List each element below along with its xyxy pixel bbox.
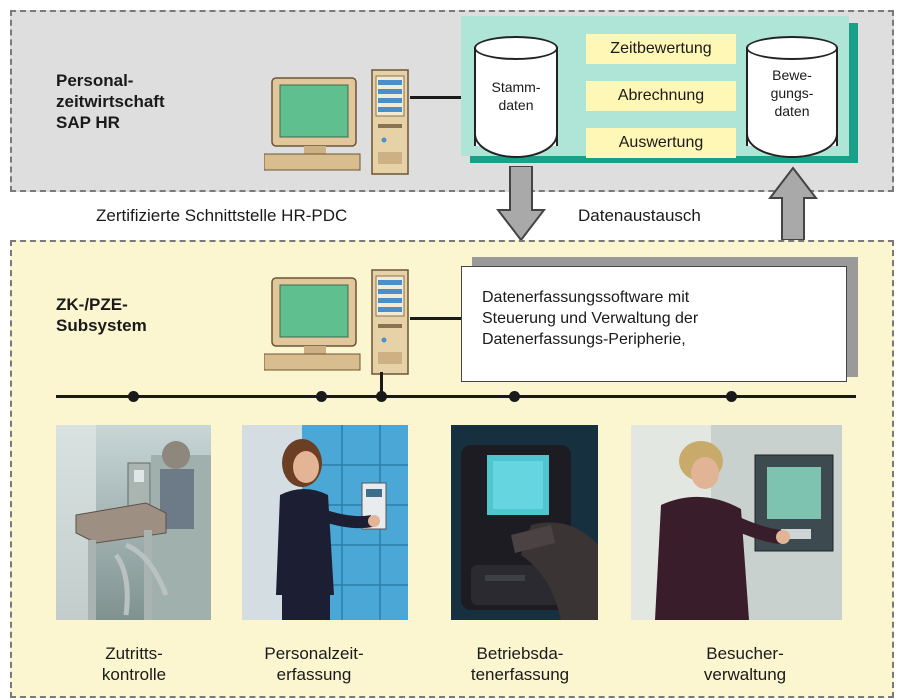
connection-line: [410, 317, 464, 320]
description-line: Datenerfassungs-Peripherie,: [482, 331, 686, 348]
stammdaten-database: Stamm- daten: [474, 36, 558, 158]
turnstile-photo: [56, 425, 211, 620]
description-line: Steuerung und Verwaltung der: [482, 310, 699, 327]
subsystem-title: ZK-/PZE- Subsystem: [56, 295, 147, 335]
computer-icon: [263, 268, 416, 378]
bus-node: [316, 391, 327, 402]
process-zeitbewertung: Zeitbewertung: [586, 34, 736, 64]
caption-betriebsdatenerfassung: Betriebsda- tenerfassung: [470, 644, 570, 684]
caption-personalzeiterfassung: Personalzeit- erfassung: [264, 644, 364, 684]
process-auswertung: Auswertung: [586, 128, 736, 158]
bus-node: [376, 391, 387, 402]
process-abrechnung: Abrechnung: [586, 81, 736, 111]
bewegungsdaten-database: Bewe- gungs- daten: [746, 36, 838, 158]
software-description-box: Datenerfassungssoftware mit Steuerung un…: [461, 266, 847, 382]
bus-node: [128, 391, 139, 402]
stammdaten-label: Stamm- daten: [491, 79, 541, 113]
description-line: Datenerfassungssoftware mit: [482, 289, 690, 306]
pc-bus-drop: [380, 372, 383, 396]
time-recording-photo: [242, 425, 408, 620]
bewegungsdaten-label: Bewe- gungs- daten: [770, 67, 814, 119]
caption-zutrittskontrolle: Zutritts- kontrolle: [101, 644, 167, 684]
sap-hr-title: Personal- zeitwirtschaft SAP HR: [56, 71, 165, 132]
network-bus-line: [56, 395, 856, 398]
arrow-down-icon: [495, 165, 547, 242]
caption-besucherverwaltung: Besucher- verwaltung: [703, 644, 787, 684]
bus-node: [509, 391, 520, 402]
visitor-photo: [631, 425, 842, 620]
arrow-up-icon: [767, 166, 819, 242]
bus-node: [726, 391, 737, 402]
computer-icon: [263, 68, 416, 178]
terminal-photo: [451, 425, 598, 620]
connection-line: [410, 96, 474, 99]
data-exchange-label: Datenaustausch: [578, 206, 701, 225]
interface-label: Zertifizierte Schnittstelle HR-PDC: [96, 206, 348, 225]
